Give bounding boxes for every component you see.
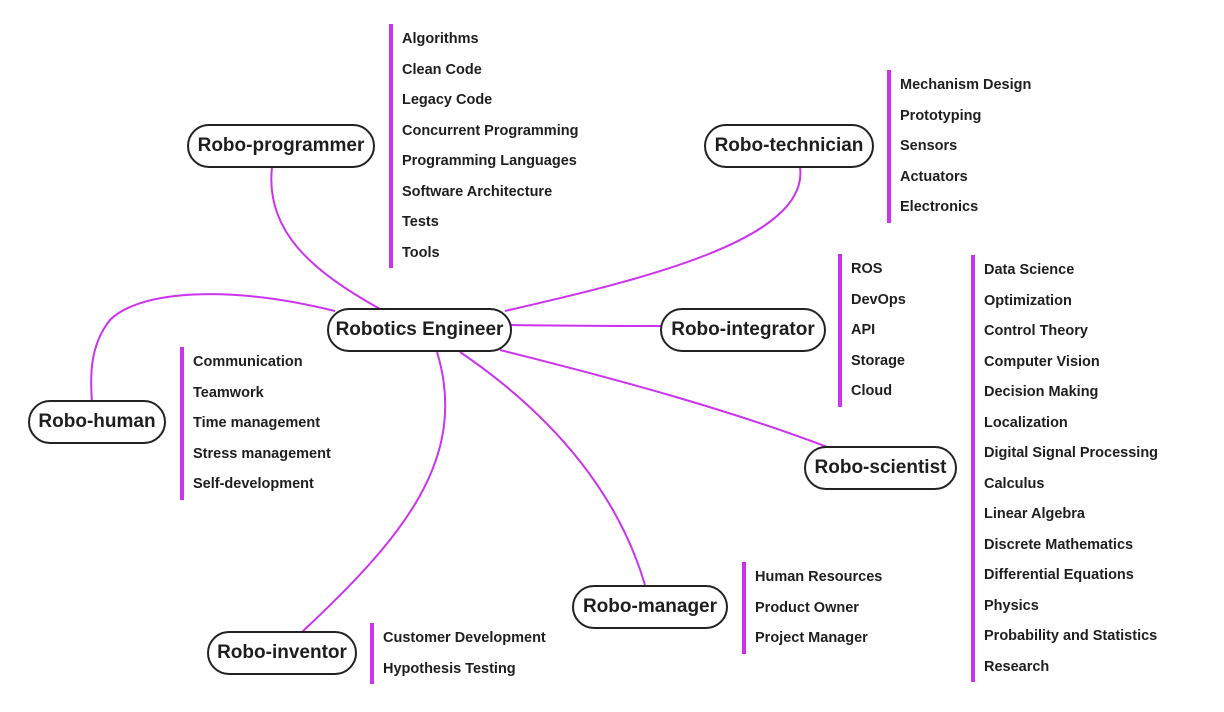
skill-list-inventor: Customer Development Hypothesis Testing (370, 623, 546, 684)
node-robo-scientist[interactable]: Robo-scientist (804, 446, 957, 490)
skill-item: Hypothesis Testing (383, 660, 516, 677)
skill-item: Self-development (193, 476, 314, 492)
skill-item: DevOps (851, 291, 906, 308)
skill-list-integrator: ROS DevOps API Storage Cloud (838, 254, 906, 407)
node-robo-inventor[interactable]: Robo-inventor (207, 631, 357, 675)
skill-item: Communication (193, 354, 303, 370)
skill-item: Legacy Code (402, 92, 493, 108)
skill-item: Physics (984, 597, 1039, 614)
node-robo-technician[interactable]: Robo-technician (704, 124, 874, 168)
link-manager (459, 351, 646, 586)
link-technician (504, 166, 802, 312)
skill-item: Calculus (984, 475, 1045, 492)
skill-item: Optimization (984, 292, 1072, 309)
link-programmer (270, 166, 381, 310)
skill-item: Stress management (193, 445, 331, 462)
skill-list-human: Communication Teamwork Time management S… (180, 347, 331, 500)
skill-item: Programming Languages (402, 153, 577, 169)
skill-item: Decision Making (984, 384, 1099, 400)
skill-item: Prototyping (900, 107, 982, 124)
skill-item: Localization (984, 414, 1068, 431)
skill-item: Sensors (900, 138, 958, 154)
skill-item: Probability and Statistics (984, 628, 1158, 644)
skill-item: ROS (851, 261, 883, 277)
skill-item: Research (984, 658, 1050, 675)
skill-item: Project Manager (755, 630, 868, 646)
link-scientist (499, 349, 831, 449)
skill-list-technician: Mechanism Design Prototyping Sensors Act… (887, 70, 1031, 223)
skill-item: Control Theory (984, 323, 1088, 339)
skill-item: Discrete Mathematics (984, 536, 1134, 553)
skill-item: Mechanism Design (900, 77, 1032, 93)
skill-item: Time management (193, 415, 321, 431)
skill-item: Concurrent Programming (402, 122, 579, 139)
link-human (90, 293, 336, 403)
skill-item: Computer Vision (984, 353, 1100, 370)
skill-item: Storage (851, 352, 905, 369)
skill-list-manager: Human Resources Product Owner Project Ma… (742, 562, 882, 654)
node-robo-manager[interactable]: Robo-manager (572, 585, 728, 629)
link-integrator (509, 324, 663, 327)
skill-item: Algorithms (402, 31, 479, 47)
skill-item: Teamwork (193, 384, 264, 401)
link-inventor (301, 351, 447, 633)
skill-item: Linear Algebra (984, 506, 1085, 522)
skill-item: API (851, 322, 876, 338)
skill-list-programmer: Algorithms Clean Code Legacy Code Concur… (389, 24, 578, 268)
skill-item: Software Architecture (402, 183, 553, 200)
skill-item: Clean Code (402, 61, 482, 78)
skill-item: Tools (402, 244, 440, 261)
skill-item: Actuators (900, 168, 968, 185)
node-robo-human[interactable]: Robo-human (28, 400, 166, 444)
skill-item: Customer Development (383, 630, 546, 646)
skill-item: Product Owner (755, 599, 859, 616)
skill-item: Tests (402, 214, 439, 230)
skill-item: Data Science (984, 262, 1075, 278)
skill-item: Cloud (851, 383, 893, 399)
skill-item: Human Resources (755, 569, 883, 585)
node-robo-integrator[interactable]: Robo-integrator (660, 308, 826, 352)
node-robo-programmer[interactable]: Robo-programmer (187, 124, 375, 168)
skill-item: Digital Signal Processing (984, 445, 1159, 461)
skill-item: Differential Equations (984, 567, 1134, 583)
central-node[interactable]: Robotics Engineer (327, 308, 512, 352)
skill-list-scientist: Data Science Optimization Control Theory… (971, 255, 1158, 682)
skill-item: Electronics (900, 199, 979, 215)
